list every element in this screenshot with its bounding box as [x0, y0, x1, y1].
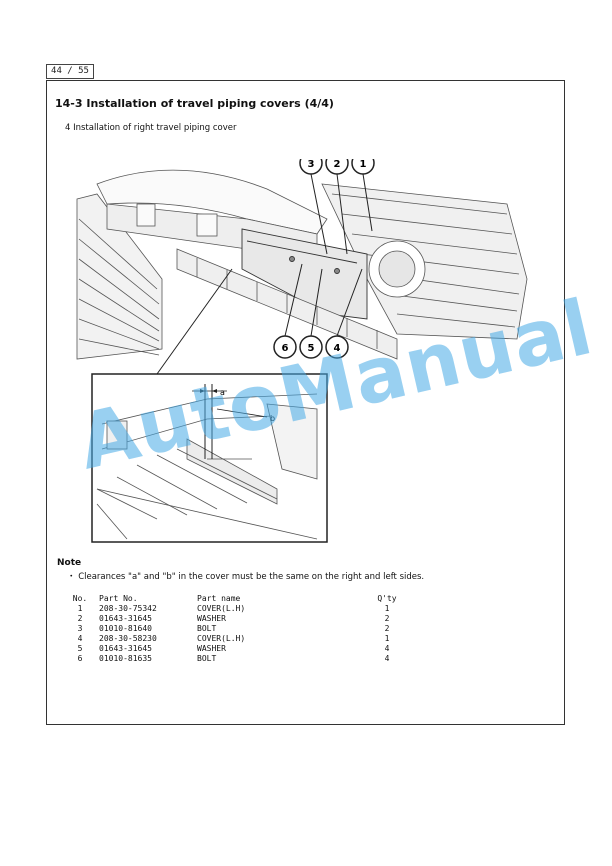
- table-row: 3 01010-81640 BOLT 2: [61, 624, 407, 634]
- cell-no: 1: [77, 604, 83, 613]
- cell-part-no: 01010-81635: [99, 654, 152, 663]
- cell-part-no: 01643-31645: [99, 614, 152, 623]
- callouts-bottom: 6 5 4: [273, 263, 363, 359]
- cell-part-no: 208-30-58230: [99, 634, 157, 643]
- cell-part-no: 208-30-75342: [99, 604, 157, 613]
- callouts-top: 3 2 1: [299, 159, 375, 255]
- callout-2: 2: [334, 159, 341, 170]
- cell-qty: 4: [384, 644, 390, 653]
- section-title: 14-3 Installation of travel piping cover…: [55, 97, 334, 110]
- cell-qty: 2: [384, 614, 390, 623]
- cell-part-name: COVER(L.H): [197, 604, 246, 613]
- manual-page-frame: 14-3 Installation of travel piping cover…: [46, 80, 565, 725]
- cell-part-no: 01643-31645: [99, 644, 152, 653]
- cell-part-name: WASHER: [197, 644, 226, 653]
- table-row: 2 01643-31645 WASHER 2: [61, 614, 407, 624]
- header-part-name: Part name: [197, 594, 241, 603]
- table-row: 4 208-30-58230 COVER(L.H) 1: [61, 634, 407, 644]
- right-track: [321, 183, 528, 340]
- lower-track-shoes: [176, 248, 398, 360]
- cell-part-name: BOLT: [197, 654, 217, 663]
- cell-part-name: BOLT: [197, 624, 217, 633]
- callout-1: 1: [360, 159, 367, 170]
- page-counter: 44 / 55: [46, 64, 94, 79]
- parts-table-header: No. Part No. Part name Q'ty: [61, 594, 407, 604]
- cell-part-name: COVER(L.H): [197, 634, 246, 643]
- cell-qty: 2: [384, 624, 390, 633]
- table-row: 1 208-30-75342 COVER(L.H) 1: [61, 604, 407, 614]
- cell-no: 6: [77, 654, 83, 663]
- header-part-no: Part No.: [99, 594, 138, 603]
- dimension-a-label: a: [220, 388, 225, 397]
- cell-no: 3: [77, 624, 83, 633]
- callout-3: 3: [308, 159, 315, 170]
- header-no: No.: [72, 594, 88, 603]
- cell-no: 5: [77, 644, 83, 653]
- parts-table: No. Part No. Part name Q'ty 1 208-30-753…: [61, 594, 407, 664]
- callout-4: 4: [334, 343, 341, 354]
- note-text: ・ Clearances "a" and "b" in the cover mu…: [67, 572, 425, 582]
- step-subtitle: 4 Installation of right travel piping co…: [65, 123, 237, 133]
- table-row: 6 01010-81635 BOLT 4: [61, 654, 407, 664]
- callout-5: 5: [308, 343, 315, 354]
- cell-qty: 1: [384, 604, 390, 613]
- note-title: Note: [57, 558, 82, 568]
- cell-part-no: 01010-81640: [99, 624, 152, 633]
- installation-illustration: 3 2 1 6 5 4: [76, 159, 528, 543]
- detail-inset: a b: [91, 373, 328, 543]
- dimension-b-label: b: [270, 414, 275, 423]
- cell-part-name: WASHER: [197, 614, 226, 623]
- cell-no: 2: [77, 614, 83, 623]
- cell-qty: 1: [384, 634, 390, 643]
- table-row: 5 01643-31645 WASHER 4: [61, 644, 407, 654]
- callout-6: 6: [282, 343, 289, 354]
- cell-no: 4: [77, 634, 83, 643]
- left-track: [76, 193, 163, 360]
- header-qty: Q'ty: [377, 594, 397, 603]
- cell-qty: 4: [384, 654, 390, 663]
